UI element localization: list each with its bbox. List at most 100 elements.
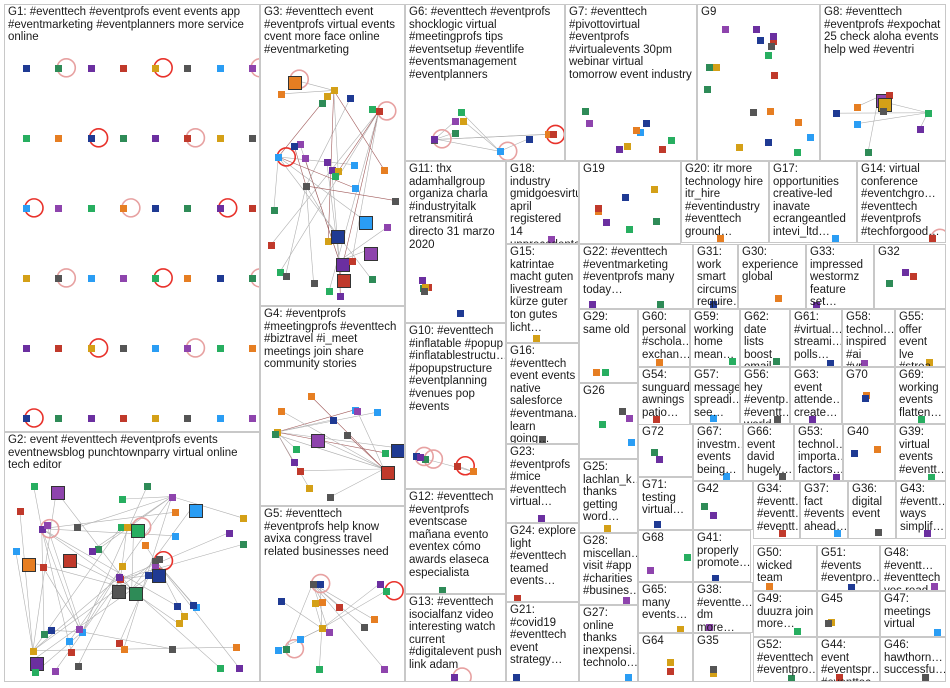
user-node[interactable] [119,415,127,422]
user-node[interactable] [880,107,888,115]
user-node[interactable] [875,528,883,536]
user-node[interactable] [95,546,103,554]
user-node[interactable] [331,229,346,244]
user-node[interactable] [119,134,127,142]
user-node[interactable] [55,344,63,352]
user-node[interactable] [929,235,937,242]
user-node[interactable] [794,119,802,127]
user-node[interactable] [336,274,351,289]
user-node[interactable] [216,134,224,142]
user-node[interactable] [451,118,459,126]
user-node[interactable] [152,64,160,72]
user-node[interactable] [23,64,30,72]
user-node[interactable] [359,215,374,230]
user-node[interactable] [152,134,160,142]
user-node[interactable] [55,64,63,72]
user-node[interactable] [174,603,182,611]
user-node[interactable] [119,64,127,72]
user-node[interactable] [653,217,661,225]
user-node[interactable] [771,71,779,79]
user-node[interactable] [347,94,355,102]
user-node[interactable] [144,483,152,491]
user-node[interactable] [39,564,47,572]
user-node[interactable] [361,623,369,631]
user-node[interactable] [750,109,758,117]
user-node[interactable] [655,455,663,463]
user-node[interactable] [30,482,38,490]
user-node[interactable] [55,415,63,422]
user-node[interactable] [420,287,428,295]
user-node[interactable] [51,668,59,676]
user-node[interactable] [217,664,224,672]
user-node[interactable] [416,453,424,461]
user-node[interactable] [594,205,602,213]
user-node[interactable] [236,665,244,673]
user-node[interactable] [43,521,51,529]
user-node[interactable] [683,553,691,561]
user-node[interactable] [275,153,283,161]
user-node[interactable] [216,415,224,422]
user-node[interactable] [931,583,939,590]
user-node[interactable] [120,646,128,654]
user-node[interactable] [23,344,30,352]
user-node[interactable] [706,64,714,72]
user-node[interactable] [456,309,464,317]
user-node[interactable] [700,502,708,510]
user-node[interactable] [268,241,276,249]
user-node[interactable] [376,580,384,588]
user-node[interactable] [119,563,127,571]
user-node[interactable] [853,120,861,128]
user-node[interactable] [296,636,304,644]
user-node[interactable] [735,143,743,151]
user-node[interactable] [152,204,160,212]
user-node[interactable] [87,344,95,352]
user-node[interactable] [290,459,298,467]
user-node[interactable] [646,566,654,574]
user-node[interactable] [922,674,930,681]
user-node[interactable] [29,647,37,655]
user-node[interactable] [323,158,331,166]
user-node[interactable] [22,558,37,573]
user-node[interactable] [331,173,339,181]
user-node[interactable] [51,485,66,500]
user-node[interactable] [23,274,30,282]
user-node[interactable] [336,603,344,611]
user-node[interactable] [383,224,391,232]
user-node[interactable] [756,37,764,45]
user-node[interactable] [368,276,376,284]
user-node[interactable] [382,449,390,457]
user-node[interactable] [653,416,661,424]
user-node[interactable] [865,148,873,156]
user-node[interactable] [767,43,775,51]
user-node[interactable] [923,530,931,538]
user-node[interactable] [329,416,337,424]
user-node[interactable] [806,134,814,142]
user-node[interactable] [794,149,802,157]
user-node[interactable] [716,234,724,242]
user-node[interactable] [249,204,256,212]
user-node[interactable] [793,628,801,636]
user-node[interactable] [710,415,718,423]
user-node[interactable] [319,598,327,606]
user-node[interactable] [835,673,843,681]
user-node[interactable] [152,344,160,352]
user-node[interactable] [87,274,95,282]
user-node[interactable] [513,673,520,681]
user-node[interactable] [184,204,192,212]
user-node[interactable] [809,416,817,423]
user-node[interactable] [123,524,131,532]
user-node[interactable] [548,235,556,243]
user-node[interactable] [854,103,862,111]
user-node[interactable] [469,468,477,476]
user-node[interactable] [233,644,241,652]
user-node[interactable] [862,394,870,402]
user-node[interactable] [270,207,278,215]
user-node[interactable] [769,33,777,41]
user-node[interactable] [766,582,774,590]
user-node[interactable] [593,368,601,376]
user-node[interactable] [291,142,299,150]
user-node[interactable] [301,154,309,162]
user-node[interactable] [550,130,558,138]
user-node[interactable] [910,273,918,281]
user-node[interactable] [169,645,177,653]
